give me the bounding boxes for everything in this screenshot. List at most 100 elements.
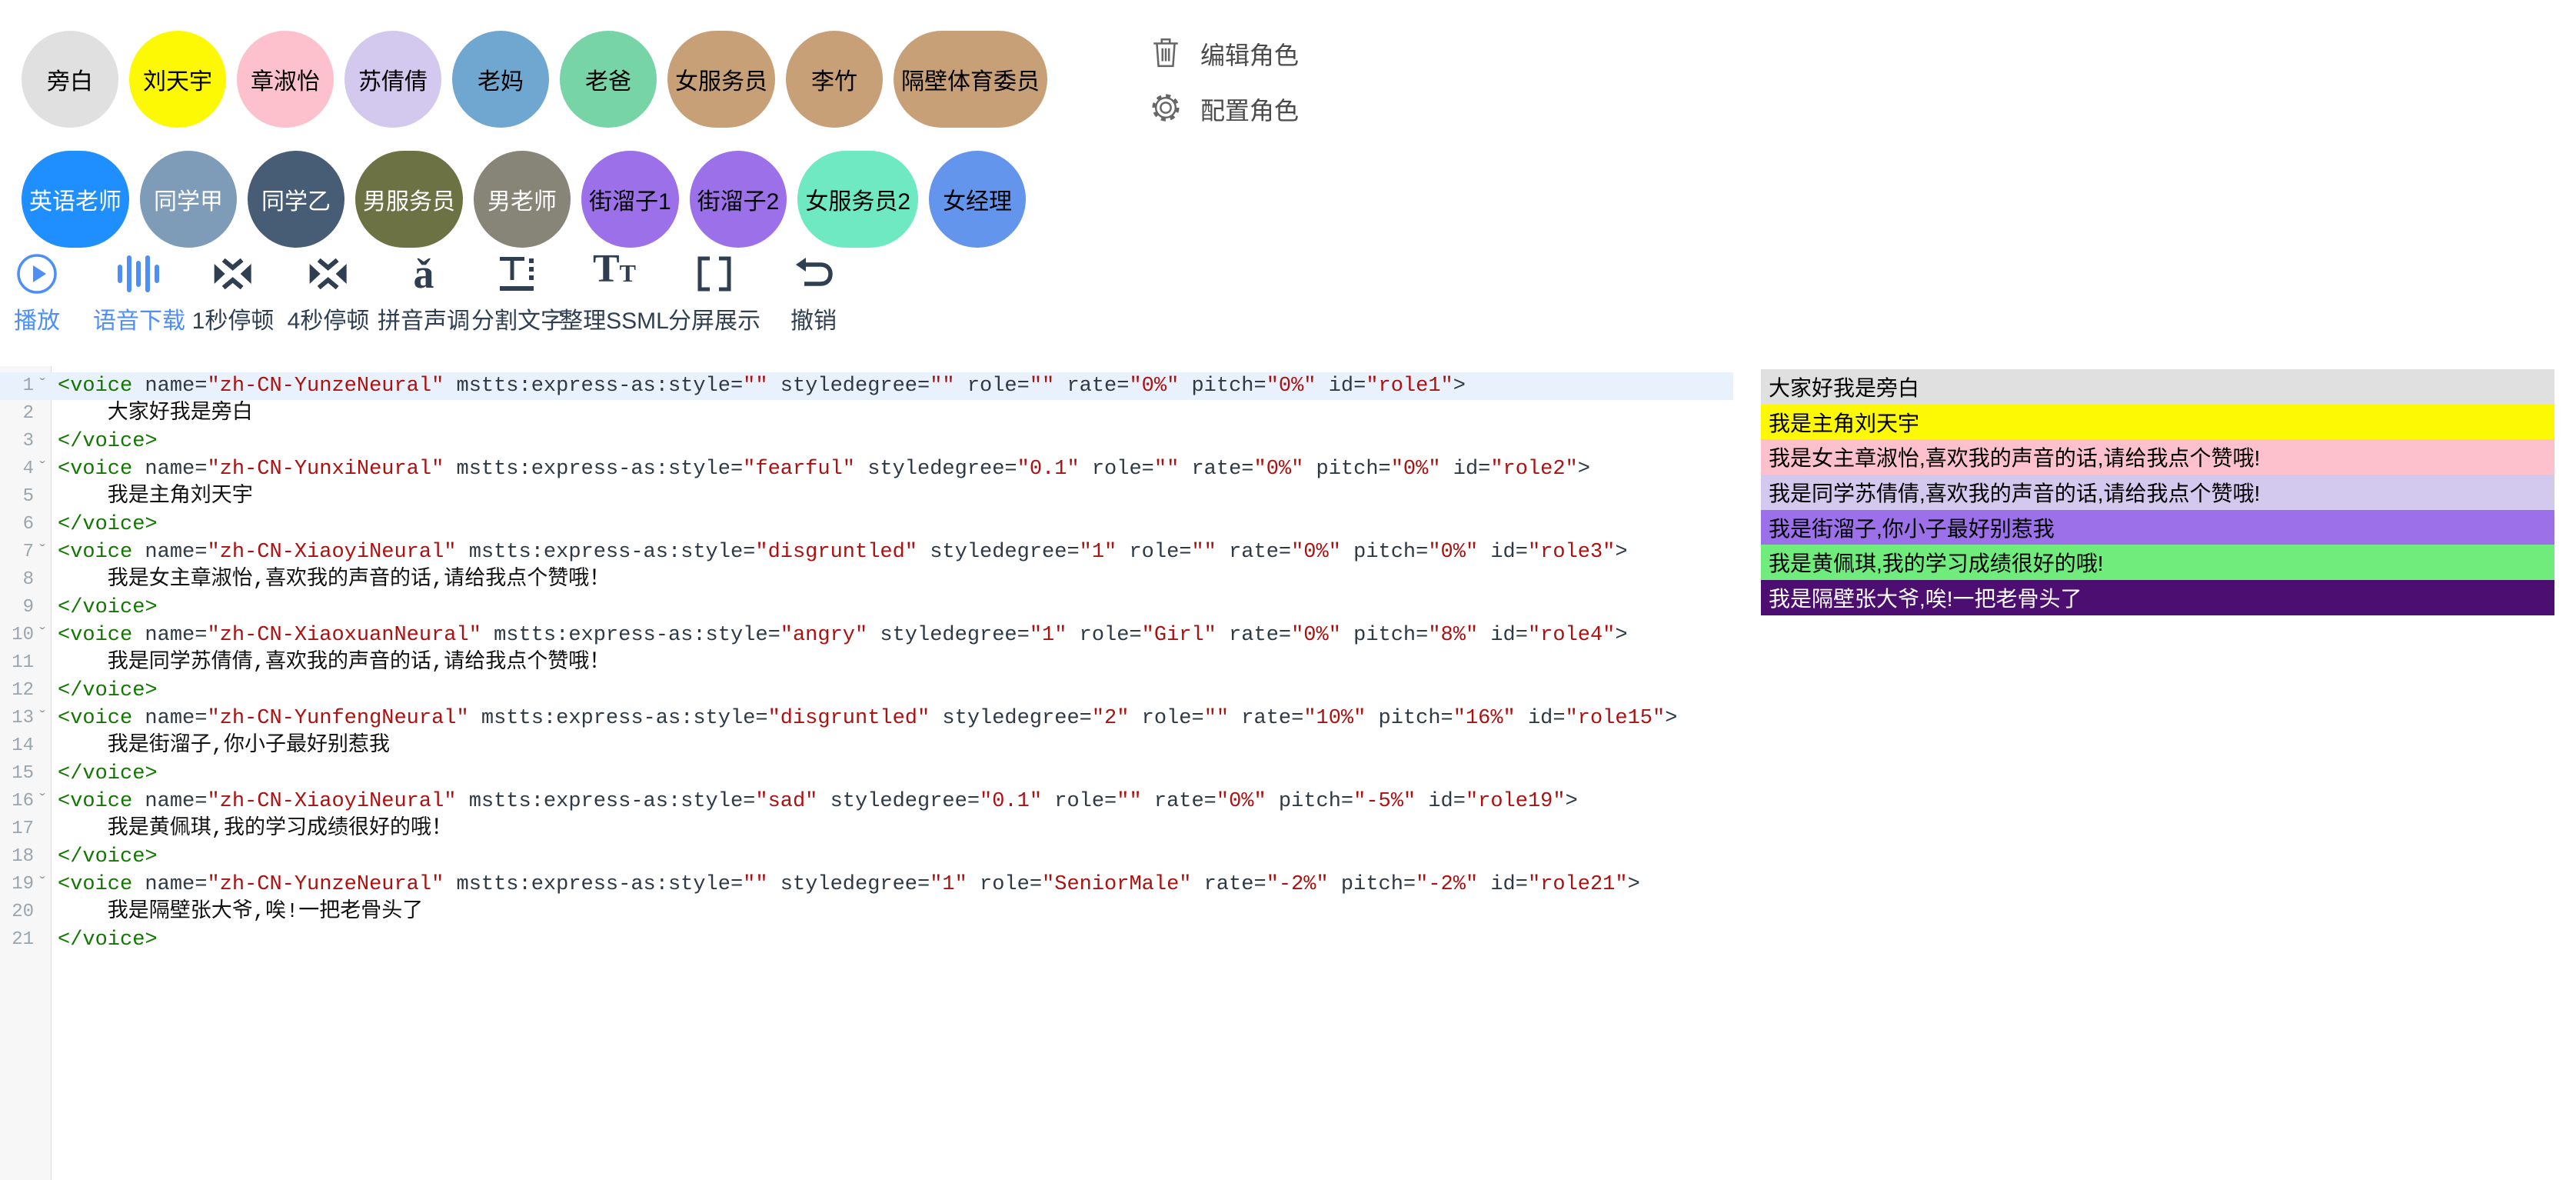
fold-arrow-icon[interactable]: ˇ xyxy=(37,708,48,728)
role-avatar[interactable]: 苏倩倩 xyxy=(344,31,441,128)
editor-line[interactable]: 20 我是隔壁张大爷,唉!一把老骨头了 xyxy=(0,898,1733,926)
role-avatar[interactable]: 男老师 xyxy=(474,151,571,248)
role-actions: 编辑角色 配置角色 xyxy=(1151,37,1299,126)
fold-arrow-icon[interactable]: ˇ xyxy=(37,625,48,645)
editor-line[interactable]: 4 ˇ <voice name="zh-CN-YunxiNeural" mstt… xyxy=(0,455,1733,483)
toolbar-button[interactable]: TT 整理SSML xyxy=(560,249,669,335)
fold-arrow-icon[interactable] xyxy=(34,898,51,926)
role-avatar[interactable]: 女经理 xyxy=(929,151,1027,248)
editor-code-area[interactable]: 1 ˇ <voice name="zh-CN-YunzeNeural" mstt… xyxy=(0,372,1733,954)
editor-line[interactable]: 12 </voice> xyxy=(0,677,1733,705)
editor-line[interactable]: 6 </voice> xyxy=(0,511,1733,538)
role-avatar[interactable]: 街溜子1 xyxy=(581,151,679,248)
role-avatar[interactable]: 男服务员 xyxy=(355,151,463,248)
line-number: 9 xyxy=(22,597,34,618)
fold-arrow-icon[interactable]: ˇ xyxy=(37,875,48,894)
fold-arrow-icon[interactable]: ˇ xyxy=(37,542,48,562)
editor-line[interactable]: 7 ˇ <voice name="zh-CN-XiaoyiNeural" mst… xyxy=(0,538,1733,566)
toolbar-button[interactable]: 分割文字 xyxy=(471,252,564,335)
fold-arrow-icon[interactable] xyxy=(34,677,51,705)
pause-1s-icon xyxy=(212,252,254,295)
fold-arrow-icon[interactable] xyxy=(34,594,51,622)
editor-line[interactable]: 5 我是主角刘天宇 xyxy=(0,483,1733,511)
editor-line[interactable]: 17 我是黄佩琪,我的学习成绩很好的哦！ xyxy=(0,815,1733,843)
toolbar-button-label: 1秒停顿 xyxy=(191,308,275,334)
preview-row[interactable]: 我是隔壁张大爷,唉!一把老骨头了 xyxy=(1761,580,2554,615)
edit-role-button[interactable]: 编辑角色 xyxy=(1151,37,1299,71)
fold-arrow-icon[interactable] xyxy=(34,760,51,788)
fold-arrow-icon[interactable] xyxy=(34,926,51,954)
role-avatar[interactable]: 同学甲 xyxy=(140,151,237,248)
toolbar-button[interactable]: 撤销 xyxy=(790,252,837,335)
fold-arrow-icon[interactable] xyxy=(34,483,51,511)
toolbar-button[interactable]: ǎ 拼音声调 xyxy=(378,252,470,335)
preview-row[interactable]: 我是街溜子,你小子最好别惹我 xyxy=(1761,509,2554,545)
line-number: 10 xyxy=(12,625,34,645)
ssml-editor[interactable]: 1 ˇ <voice name="zh-CN-YunzeNeural" mstt… xyxy=(0,366,1733,1180)
toolbar-button[interactable]: 4秒停顿 xyxy=(288,252,369,335)
role-avatar[interactable]: 隔壁体育委员 xyxy=(894,31,1047,128)
fold-arrow-icon[interactable]: ˇ xyxy=(37,459,48,478)
toolbar-button[interactable]: 语音下载 xyxy=(93,252,185,335)
preview-row[interactable]: 大家好我是旁白 xyxy=(1761,369,2554,405)
fold-arrow-icon[interactable] xyxy=(34,400,51,428)
role-avatar[interactable]: 旁白 xyxy=(22,31,118,128)
editor-line[interactable]: 15 </voice> xyxy=(0,760,1733,788)
pause-4s-icon xyxy=(308,252,349,295)
role-row-1: 旁白刘天宇章淑怡苏倩倩老妈老爸女服务员李竹隔壁体育委员 xyxy=(22,31,1047,128)
editor-line[interactable]: 1 ˇ <voice name="zh-CN-YunzeNeural" mstt… xyxy=(0,372,1733,400)
fold-arrow-icon[interactable]: ˇ xyxy=(37,376,48,395)
toolbar-button[interactable]: 1秒停顿 xyxy=(191,252,275,335)
line-code: <voice name="zh-CN-XiaoyiNeural" mstts:e… xyxy=(58,541,1628,564)
role-avatar[interactable]: 英语老师 xyxy=(22,151,129,248)
role-avatar[interactable]: 街溜子2 xyxy=(689,151,787,248)
editor-line[interactable]: 21 </voice> xyxy=(0,926,1733,954)
preview-row[interactable]: 我是黄佩琪,我的学习成绩很好的哦! xyxy=(1761,545,2554,581)
role-avatar[interactable]: 刘天宇 xyxy=(129,31,226,128)
fold-arrow-icon[interactable] xyxy=(34,428,51,455)
split-text-icon xyxy=(497,252,538,295)
role-avatar[interactable]: 章淑怡 xyxy=(237,31,334,128)
editor-line[interactable]: 19 ˇ <voice name="zh-CN-YunzeNeural" mst… xyxy=(0,871,1733,898)
toolbar-button[interactable]: 播放 xyxy=(14,252,60,335)
toolbar-button-label: 拼音声调 xyxy=(378,308,470,334)
line-number: 11 xyxy=(12,652,34,673)
line-code: </voice> xyxy=(58,679,158,702)
editor-line[interactable]: 16 ˇ <voice name="zh-CN-XiaoyiNeural" ms… xyxy=(0,788,1733,815)
fold-arrow-icon[interactable] xyxy=(34,566,51,594)
preview-row[interactable]: 我是女主章淑怡,喜欢我的声音的话,请给我点个赞哦! xyxy=(1761,439,2554,475)
role-avatar[interactable]: 女服务员 xyxy=(667,31,775,128)
editor-line[interactable]: 2 大家好我是旁白 xyxy=(0,400,1733,428)
preview-row[interactable]: 我是主角刘天宇 xyxy=(1761,404,2554,440)
role-avatar-board: 旁白刘天宇章淑怡苏倩倩老妈老爸女服务员李竹隔壁体育委员 英语老师同学甲同学乙男服… xyxy=(22,31,1047,271)
configure-role-button[interactable]: 配置角色 xyxy=(1151,92,1299,126)
role-avatar[interactable]: 女服务员2 xyxy=(797,151,919,248)
fold-arrow-icon[interactable] xyxy=(34,732,51,760)
line-number: 20 xyxy=(12,902,34,922)
split-screen-icon xyxy=(694,252,734,295)
editor-line[interactable]: 3 </voice> xyxy=(0,428,1733,455)
fold-arrow-icon[interactable] xyxy=(34,511,51,538)
editor-line[interactable]: 8 我是女主章淑怡,喜欢我的声音的话,请给我点个赞哦！ xyxy=(0,566,1733,594)
fold-arrow-icon[interactable] xyxy=(34,649,51,677)
line-number: 4 xyxy=(22,458,34,479)
role-avatar[interactable]: 老爸 xyxy=(560,31,657,128)
line-number: 1 xyxy=(22,375,34,396)
editor-line[interactable]: 18 </voice> xyxy=(0,843,1733,871)
role-avatar[interactable]: 李竹 xyxy=(786,31,883,128)
editor-line[interactable]: 11 我是同学苏倩倩,喜欢我的声音的话,请给我点个赞哦！ xyxy=(0,649,1733,677)
fold-arrow-icon[interactable] xyxy=(34,815,51,843)
toolbar-button[interactable]: 分屏展示 xyxy=(668,252,760,335)
role-avatar[interactable]: 老妈 xyxy=(452,31,549,128)
editor-line[interactable]: 9 </voice> xyxy=(0,594,1733,622)
line-code: 我是同学苏倩倩,喜欢我的声音的话,请给我点个赞哦！ xyxy=(58,652,611,675)
editor-line[interactable]: 10 ˇ <voice name="zh-CN-XiaoxuanNeural" … xyxy=(0,622,1733,649)
preview-row[interactable]: 我是同学苏倩倩,喜欢我的声音的话,请给我点个赞哦! xyxy=(1761,475,2554,510)
play-icon xyxy=(16,252,58,295)
role-avatar[interactable]: 同学乙 xyxy=(248,151,344,248)
editor-line[interactable]: 14 我是街溜子,你小子最好别惹我 xyxy=(0,732,1733,760)
fold-arrow-icon[interactable] xyxy=(34,843,51,871)
fold-arrow-icon[interactable]: ˇ xyxy=(37,792,48,811)
line-number: 12 xyxy=(12,680,34,701)
editor-line[interactable]: 13 ˇ <voice name="zh-CN-YunfengNeural" m… xyxy=(0,705,1733,732)
